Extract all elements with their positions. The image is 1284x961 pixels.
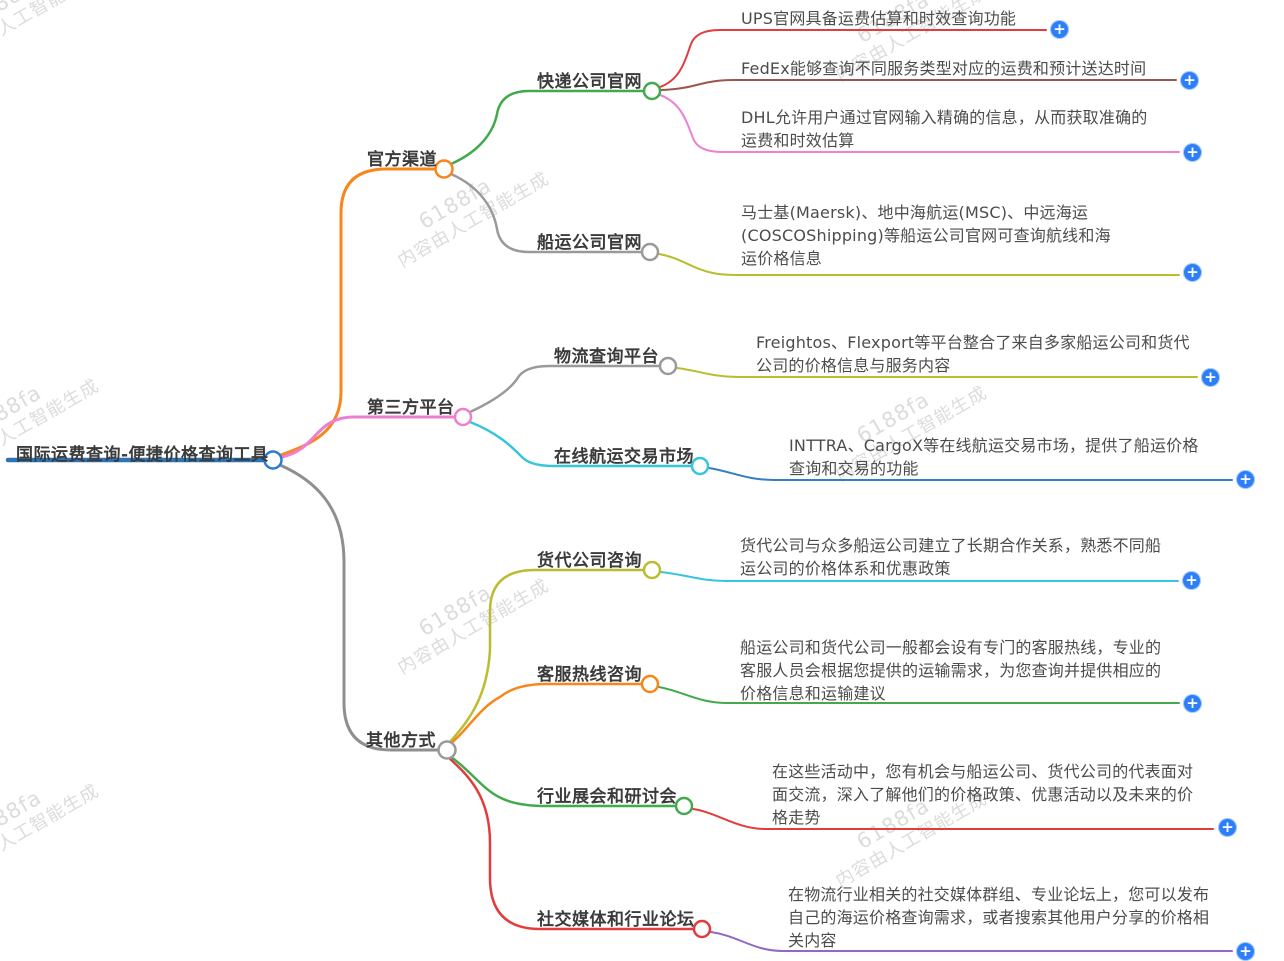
node-handle-official-channels[interactable]: [434, 159, 454, 179]
plus-icon: +: [1239, 941, 1252, 960]
leaf-social[interactable]: 在物流行业相关的社交媒体群组、专业论坛上，您可以发布自己的海运价格查询需求，或者…: [788, 885, 1210, 950]
connector-other-methods: [278, 463, 441, 752]
node-handle-logistics-platform[interactable]: [658, 356, 678, 376]
connector-exhibitions: [449, 755, 678, 808]
plus-icon: +: [1186, 262, 1199, 281]
plus-icon: +: [1239, 469, 1252, 488]
leaf-fedex[interactable]: FedEx能够查询不同服务类型对应的运费和预计送达时间: [741, 59, 1147, 78]
add-node-button[interactable]: +: [1183, 694, 1202, 713]
connector-leaf-exhibition: [692, 808, 1214, 830]
node-hotline-consult[interactable]: 客服热线咨询: [537, 665, 642, 685]
leaf-forwarder[interactable]: 货代公司与众多船运公司建立了长期合作关系，熟悉不同船运公司的价格体系和优惠政策: [740, 536, 1162, 578]
add-node-button[interactable]: +: [1050, 20, 1069, 39]
node-official-channels[interactable]: 官方渠道: [367, 150, 437, 170]
plus-icon: +: [1204, 367, 1217, 386]
add-node-button[interactable]: +: [1201, 368, 1220, 387]
node-handle-express-website[interactable]: [642, 81, 662, 101]
leaf-ups[interactable]: UPS官网具备运费估算和时效查询功能: [741, 9, 1017, 28]
leaf-hotline[interactable]: 船运公司和货代公司一般都会设有专门的客服热线，专业的客服人员会根据您提供的运输需…: [740, 638, 1162, 703]
add-node-button[interactable]: +: [1236, 470, 1255, 489]
node-online-market[interactable]: 在线航运交易市场: [554, 447, 694, 467]
add-node-button[interactable]: +: [1182, 571, 1201, 590]
connector-shipping-website: [449, 172, 644, 254]
connector-leaf-fedex: [660, 79, 1177, 91]
connector-leaf-inttra: [708, 467, 1233, 481]
leaf-dhl[interactable]: DHL允许用户通过官网输入精确的信息，从而获取准确的运费和时效估算: [741, 108, 1148, 150]
node-handle-other-methods[interactable]: [437, 740, 457, 760]
plus-icon: +: [1221, 817, 1234, 836]
connector-leaf-forwarder: [660, 571, 1179, 582]
plus-icon: +: [1186, 142, 1199, 161]
connector-forwarder-consult: [448, 568, 646, 744]
leaf-exhibition[interactable]: 在这些活动中，您有机会与船运公司、货代公司的代表面对面交流，深入了解他们的价格政…: [772, 762, 1194, 827]
connector-social-forums: [447, 756, 696, 931]
connector-logistics-platform: [468, 364, 662, 414]
connector-third-party: [280, 415, 457, 459]
node-handle-forwarder-consult[interactable]: [642, 560, 662, 580]
node-exhibitions[interactable]: 行业展会和研讨会: [537, 787, 677, 807]
node-logistics-platform[interactable]: 物流查询平台: [554, 347, 659, 367]
node-shipping-website[interactable]: 船运公司官网: [537, 233, 642, 253]
leaf-freightos[interactable]: Freightos、Flexport等平台整合了来自多家船运公司和货代公司的价格…: [756, 333, 1190, 375]
add-node-button[interactable]: +: [1236, 942, 1255, 961]
node-forwarder-consult[interactable]: 货代公司咨询: [537, 551, 642, 571]
plus-icon: +: [1185, 570, 1198, 589]
connector-hotline-consult: [448, 682, 644, 746]
add-node-button[interactable]: +: [1218, 818, 1237, 837]
node-other-methods[interactable]: 其他方式: [366, 731, 436, 751]
node-handle-exhibitions[interactable]: [674, 796, 694, 816]
node-handle-social-forums[interactable]: [692, 919, 712, 939]
leaf-inttra[interactable]: INTTRA、CargoX等在线航运交易市场，提供了船运价格查询和交易的功能: [789, 436, 1199, 478]
add-node-button[interactable]: +: [1180, 71, 1199, 90]
connector-leaf-freightos: [676, 367, 1198, 378]
add-node-button[interactable]: +: [1183, 143, 1202, 162]
node-social-forums[interactable]: 社交媒体和行业论坛: [537, 910, 695, 930]
leaf-maersk[interactable]: 马士基(Maersk)、地中海航运(MSC)、中远海运(COSCOShippin…: [741, 203, 1111, 268]
plus-icon: +: [1186, 693, 1199, 712]
add-node-button[interactable]: +: [1183, 263, 1202, 282]
plus-icon: +: [1183, 70, 1196, 89]
node-handle-online-market[interactable]: [690, 456, 710, 476]
connector-leaf-maersk: [658, 253, 1180, 276]
node-third-party[interactable]: 第三方平台: [367, 398, 455, 418]
connector-leaf-ups: [659, 29, 1047, 88]
node-handle-shipping-website[interactable]: [640, 242, 660, 262]
node-express-website[interactable]: 快递公司官网: [537, 72, 642, 92]
connector-leaf-social: [710, 931, 1233, 952]
connector-leaf-dhl: [659, 94, 1180, 153]
node-handle-hotline-consult[interactable]: [640, 674, 660, 694]
connector-online-market: [468, 420, 694, 468]
node-handle-root[interactable]: [263, 450, 283, 470]
plus-icon: +: [1053, 19, 1066, 38]
connector-express-website: [449, 89, 646, 166]
node-handle-third-party[interactable]: [453, 407, 473, 427]
root-node[interactable]: 国际运费查询-便捷价格查询工具: [16, 445, 269, 465]
connector-leaf-hotline: [658, 686, 1180, 704]
